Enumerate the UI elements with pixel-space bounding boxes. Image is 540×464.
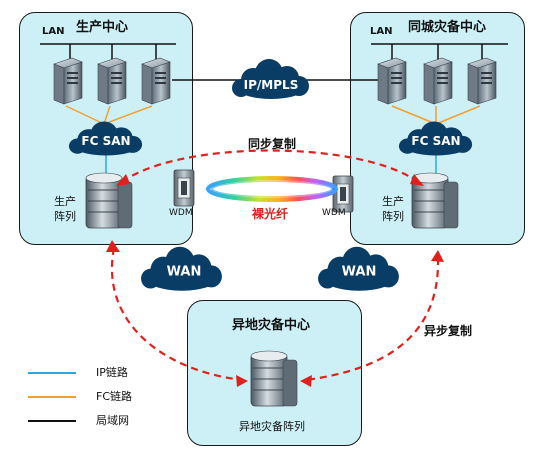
sync-replication-label: 同步复制 <box>248 137 297 151</box>
storage-array-icon-remote <box>250 350 298 407</box>
async-replication-arrow-left <box>111 247 243 382</box>
wdm-label-left: WDM <box>169 208 193 218</box>
cloud-label-wan-left: WAN <box>166 264 202 280</box>
server-icon <box>377 57 407 105</box>
legend-lan-label: 局域网 <box>96 414 129 427</box>
cloud-label-fc-san-same-city: FC SAN <box>411 134 461 148</box>
lan-label-production: LAN <box>42 26 65 37</box>
wdm-device-icon-right <box>332 175 354 213</box>
array-label-production: 生产 阵列 <box>54 195 76 223</box>
same-city-center-title: 同城灾备中心 <box>408 20 487 35</box>
cloud-label-wan-right: WAN <box>341 264 377 280</box>
legend-fc-link-label: FC链路 <box>96 390 133 403</box>
legend-ip-link-swatch <box>28 372 76 374</box>
array-label-same-city: 生产 阵列 <box>382 195 404 223</box>
async-replication-arrow-right <box>305 257 440 382</box>
array-label-remote: 异地灾备阵列 <box>239 420 305 433</box>
legend-fc-link-swatch <box>28 396 76 398</box>
legend-ip-link-label: IP链路 <box>96 366 128 379</box>
async-replication-label: 异步复制 <box>424 324 473 338</box>
bare-fiber-loop <box>206 176 338 202</box>
wdm-device-icon-left <box>173 169 195 207</box>
remote-center-title: 异地灾备中心 <box>232 318 311 333</box>
cloud-label-fc-san-production: FC SAN <box>81 134 131 148</box>
server-icon <box>467 57 497 105</box>
cloud-label-ip-mpls: IP/MPLS <box>243 78 299 92</box>
server-icon <box>141 57 171 105</box>
wdm-label-right: WDM <box>322 208 346 218</box>
lan-label-same-city: LAN <box>370 26 393 37</box>
server-icon <box>53 57 83 105</box>
bare-fiber-label: 裸光纤 <box>252 207 289 221</box>
server-icon <box>423 57 453 105</box>
production-center-title: 生产中心 <box>76 20 129 35</box>
server-icon <box>97 57 127 105</box>
legend-lan-swatch <box>28 420 76 422</box>
